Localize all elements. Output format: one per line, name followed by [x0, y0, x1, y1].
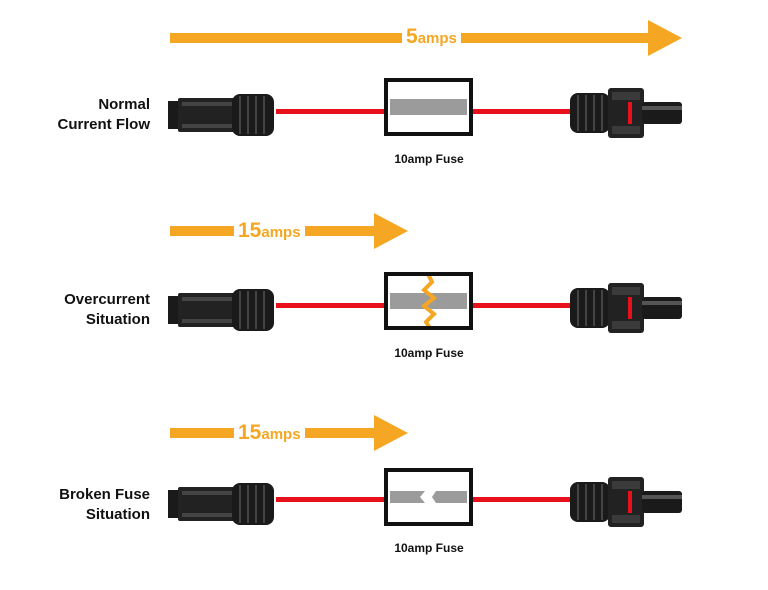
fuse-label: 10amp Fuse	[394, 152, 464, 166]
fuse-label: 10amp Fuse	[394, 346, 464, 360]
fuse-element	[390, 276, 467, 326]
wire-left	[276, 303, 386, 308]
row-label: Normal Current Flow	[57, 96, 151, 133]
male-connector-icon	[570, 477, 682, 527]
current-amps-label: 15amps	[234, 218, 305, 246]
male-connector-icon	[570, 88, 682, 138]
male-connector-icon	[570, 283, 682, 333]
female-connector-icon	[168, 483, 274, 525]
fuse-element	[390, 99, 467, 115]
female-connector-icon	[168, 289, 274, 331]
row-label: Overcurrent Situation	[64, 291, 150, 328]
wire-left	[276, 109, 386, 114]
broken-fuse-element	[390, 491, 467, 503]
current-arrow-head	[648, 20, 682, 56]
fuse-box	[384, 272, 473, 330]
wire-right	[473, 109, 579, 114]
row-label: Broken Fuse Situation	[59, 486, 150, 523]
wire-left	[276, 497, 386, 502]
current-amps-label: 5amps	[402, 24, 461, 52]
current-arrow-head	[374, 213, 408, 249]
wire-right	[473, 497, 579, 502]
current-amps-label: 15amps	[234, 420, 305, 448]
fuse-box	[384, 78, 473, 136]
female-connector-icon	[168, 94, 274, 136]
fuse-box	[384, 468, 473, 526]
overheat-zigzag-icon	[420, 276, 438, 326]
fuse-label: 10amp Fuse	[394, 541, 464, 555]
wire-right	[473, 303, 579, 308]
current-arrow-head	[374, 415, 408, 451]
